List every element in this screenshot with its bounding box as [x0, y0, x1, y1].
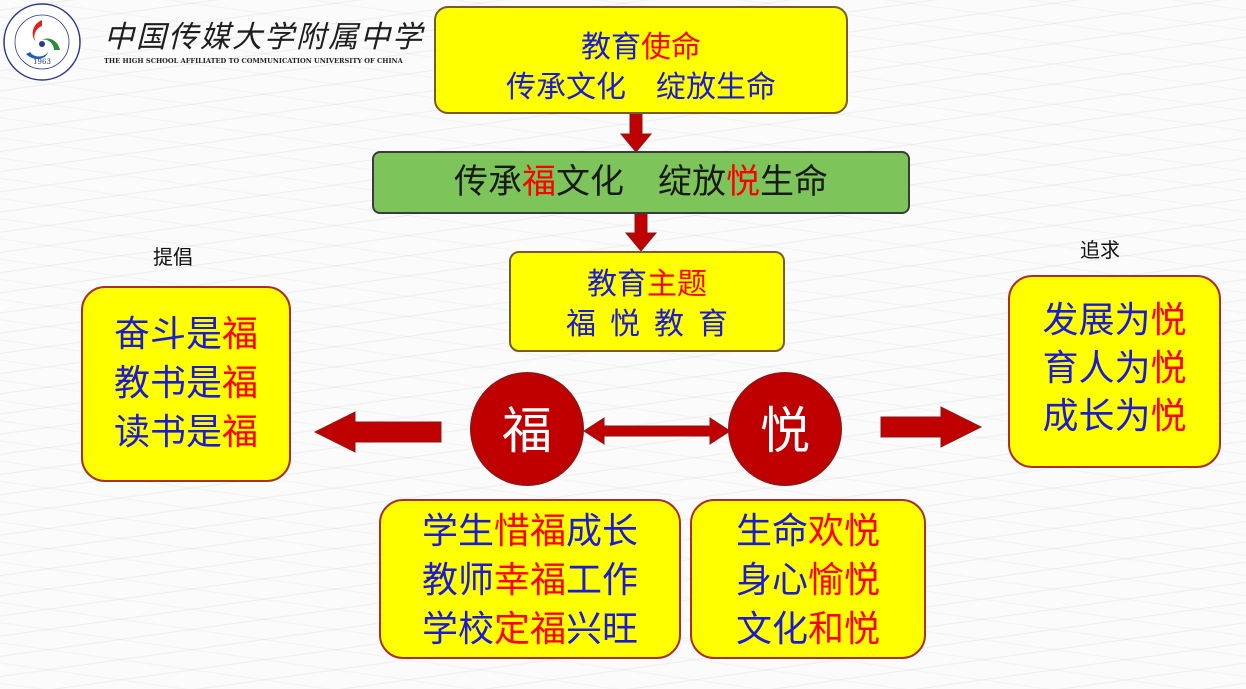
fu-goals-box: 学生惜福成长 教师幸福工作 学校定福兴旺 [379, 499, 681, 659]
fu-goal-item: 学生惜福成长 [421, 511, 639, 552]
fu-goal-item: 教师幸福工作 [421, 560, 639, 601]
school-name: 中国传媒大学附属中学 [104, 20, 424, 55]
fu-goal-item: 学校定福兴旺 [421, 609, 639, 650]
advocate-item: 读书是福 [113, 412, 259, 453]
mission-line: 传承文化 绽放生命 [506, 70, 776, 105]
advocate-item: 奋斗是福 [113, 314, 259, 355]
advocate-box: 奋斗是福 教书是福 读书是福 [81, 286, 291, 482]
advocate-item: 教书是福 [113, 363, 259, 404]
yue-goal-item: 身心愉悦 [735, 560, 881, 601]
theme-line: 福悦教育 [566, 307, 742, 342]
yue-goal-item: 生命欢悦 [735, 511, 881, 552]
fu-circle: 福 [470, 372, 584, 486]
yue-goals-box: 生命欢悦 身心愉悦 文化和悦 [690, 499, 926, 659]
yue-goal-item: 文化和悦 [735, 609, 881, 650]
logo-year: 1963 [33, 58, 51, 66]
mission-title: 教育使命 [581, 30, 701, 65]
school-name-english: THE HIGH SCHOOL AFFILIATED TO COMMUNICAT… [104, 57, 403, 65]
arrow-mission-to-core [619, 113, 653, 153]
pursue-item: 育人为悦 [1042, 348, 1187, 389]
arrow-to-advocate [313, 411, 442, 453]
pursue-box: 发展为悦 育人为悦 成长为悦 [1008, 275, 1221, 468]
theme-title: 教育主题 [587, 267, 707, 302]
yue-circle: 悦 [728, 372, 842, 486]
theme-box: 教育主题 福悦教育 [509, 251, 785, 352]
mission-box: 教育使命 传承文化 绽放生命 [434, 6, 848, 114]
pursue-label: 追求 [1080, 238, 1120, 262]
arrow-core-to-theme [624, 213, 658, 252]
core-concept-box: 传承福文化 绽放悦生命 [372, 151, 910, 214]
school-logo: 1963 [3, 3, 81, 81]
arrow-to-pursue [880, 406, 983, 448]
double-arrow-fu-yue [583, 417, 731, 445]
advocate-label: 提倡 [153, 245, 193, 269]
pursue-item: 发展为悦 [1042, 300, 1187, 341]
pursue-item: 成长为悦 [1042, 396, 1187, 437]
